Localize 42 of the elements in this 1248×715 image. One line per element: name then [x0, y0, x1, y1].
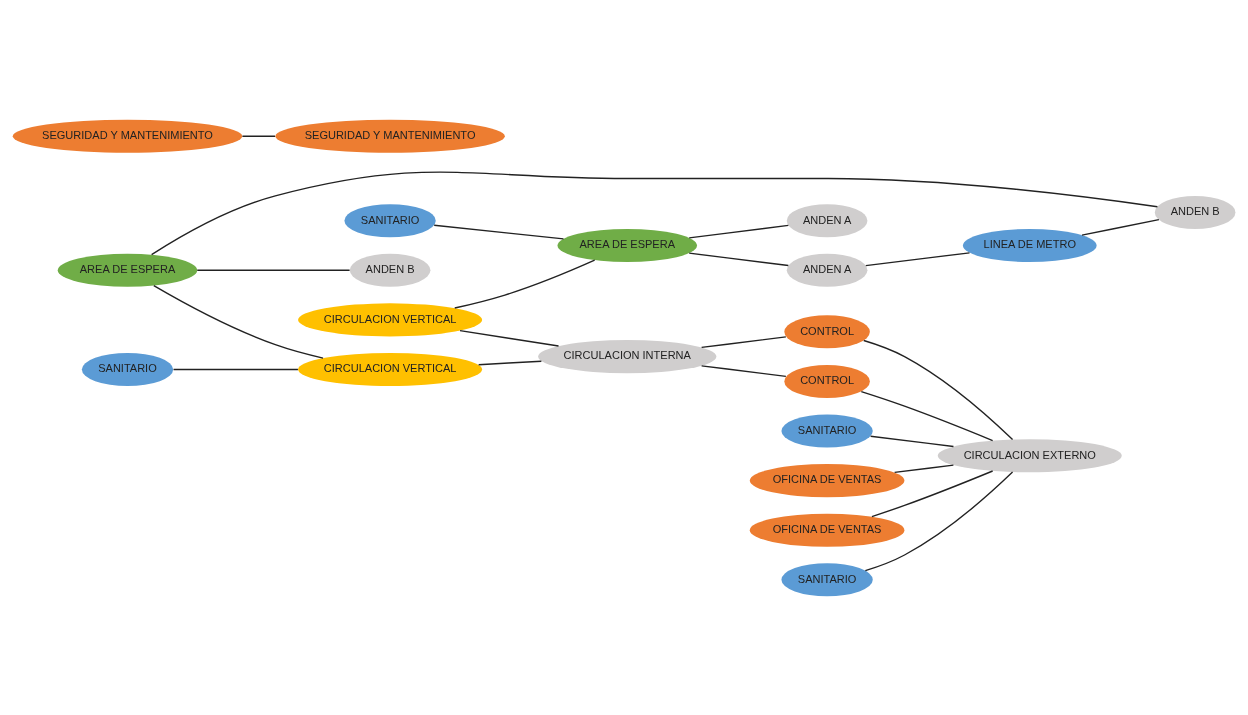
connector [459, 329, 560, 347]
connector [860, 390, 994, 441]
connector [864, 470, 1014, 571]
node-ellipse: CIRCULACION VERTICAL [298, 352, 483, 386]
node-ellipse: AREA DE ESPERA [57, 253, 198, 287]
node-ellipse: CIRCULACION EXTERNO [937, 438, 1122, 472]
node-ellipse: CONTROL [784, 364, 870, 398]
connector [1081, 218, 1160, 236]
connector [241, 135, 276, 137]
node-ellipse: SEGURIDAD Y MANTENIMIENTO [275, 119, 505, 153]
connector [172, 368, 299, 370]
node-ellipse: ANDEN A [786, 253, 868, 287]
connector [477, 360, 543, 365]
connector [871, 469, 994, 517]
node-ellipse: SANITARIO [781, 414, 873, 448]
connector [196, 269, 351, 271]
node-ellipse: OFICINA DE VENTAS [749, 463, 905, 497]
node-ellipse: ANDEN A [786, 203, 868, 237]
node-ellipse: ANDEN B [349, 253, 431, 287]
connector [688, 251, 790, 266]
connector [700, 335, 787, 348]
node-ellipse: OFICINA DE VENTAS [749, 513, 905, 547]
connector [863, 339, 1014, 440]
node-ellipse: SEGURIDAD Y MANTENIMIENTO [12, 119, 243, 153]
connector [433, 224, 565, 240]
connector [153, 284, 324, 359]
connector [893, 463, 955, 473]
connector [688, 224, 790, 239]
node-ellipse: SANITARIO [81, 352, 174, 386]
node-ellipse: LINEA DE METRO [962, 228, 1097, 262]
connector [454, 259, 596, 309]
connector [865, 251, 971, 266]
node-ellipse: ANDEN B [1154, 195, 1236, 229]
node-ellipse: SANITARIO [344, 203, 436, 237]
connector [869, 435, 955, 447]
node-ellipse: CONTROL [784, 314, 870, 348]
connector [150, 170, 1159, 255]
node-ellipse: CIRCULACION VERTICAL [298, 302, 483, 336]
node-ellipse: AREA DE ESPERA [557, 228, 697, 262]
node-ellipse: SANITARIO [781, 562, 873, 596]
connector [700, 364, 787, 377]
node-ellipse: CIRCULACION INTERNA [538, 339, 717, 373]
